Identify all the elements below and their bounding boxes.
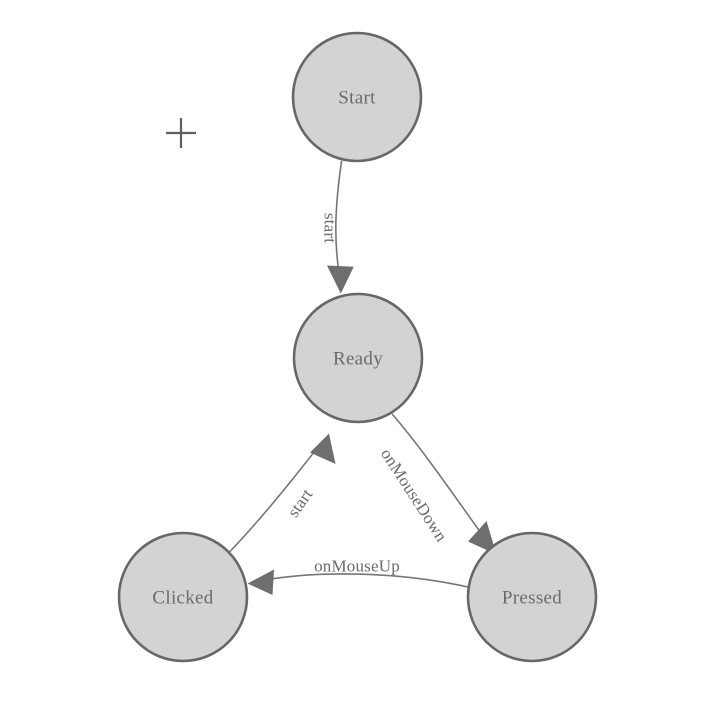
node-ready[interactable]: Ready xyxy=(292,292,424,424)
node-clicked-label: Clicked xyxy=(152,588,213,609)
edge-clicked-to-ready[interactable] xyxy=(228,433,336,553)
edge-clicked-to-ready-path xyxy=(228,446,319,553)
edge-start-to-ready[interactable] xyxy=(327,160,354,294)
node-start-label: Start xyxy=(338,88,376,109)
edge-start-to-ready-path xyxy=(335,160,343,277)
edge-start-to-ready-arrowhead xyxy=(327,265,354,294)
edge-pressed-to-clicked-arrowhead xyxy=(247,569,274,595)
node-clicked-circle[interactable] xyxy=(117,531,249,663)
node-clicked[interactable]: Clicked xyxy=(117,531,249,663)
node-start[interactable]: Start xyxy=(291,31,423,163)
node-start-circle[interactable] xyxy=(291,31,423,163)
edge-ready-to-pressed[interactable] xyxy=(391,413,497,555)
edge-label-clicked-to-ready: start xyxy=(284,485,317,521)
crosshair-icon xyxy=(166,118,196,148)
node-pressed[interactable]: Pressed xyxy=(466,531,598,663)
node-ready-label: Ready xyxy=(333,349,383,370)
edge-ready-to-pressed-path xyxy=(391,413,489,543)
node-ready-circle[interactable] xyxy=(292,292,424,424)
edge-label-pressed-to-clicked: onMouseUp xyxy=(314,557,400,576)
edge-pressed-to-clicked[interactable] xyxy=(247,569,469,596)
edge-label-start-to-ready: start xyxy=(321,213,340,243)
edge-label-ready-to-pressed: onMouseDown xyxy=(377,445,451,545)
node-pressed-label: Pressed xyxy=(502,588,562,609)
edge-ready-to-pressed-arrowhead xyxy=(468,521,497,555)
edge-clicked-to-ready-arrowhead xyxy=(310,433,336,464)
edge-pressed-to-clicked-path xyxy=(261,573,469,588)
node-pressed-circle[interactable] xyxy=(466,531,598,663)
